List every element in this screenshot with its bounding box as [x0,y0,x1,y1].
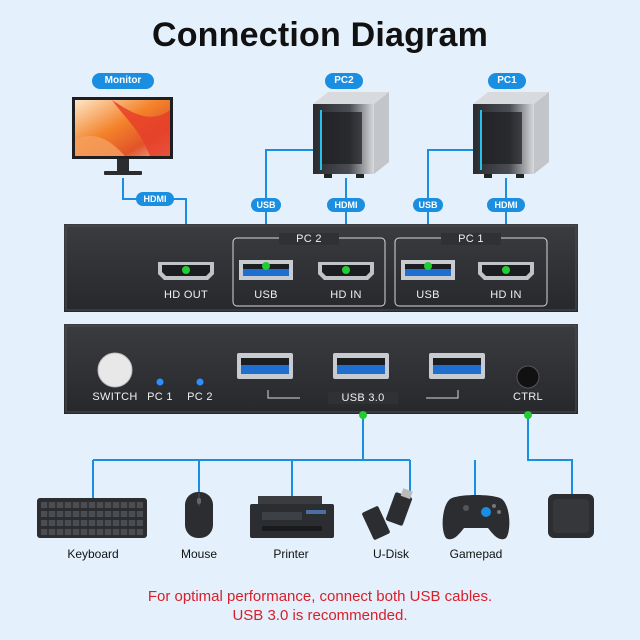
note-line-1: For optimal performance, connect both US… [147,588,493,605]
label-pc1-led: PC 1 [147,391,173,403]
front-panel [64,324,578,414]
label-pc1-group: PC 1 [441,233,501,245]
monitor-icon [72,97,173,175]
device-label-udisk: U-Disk [373,547,409,561]
label-pc2-led: PC 2 [187,391,213,403]
pc2-led [196,378,204,386]
udisk-icon [362,488,413,540]
device-label-keyboard: Keyboard [67,547,119,561]
label-pc1-usb: USB [416,289,440,301]
label-hd-out: HD OUT [164,289,208,301]
tag-pc1: PC1 [488,73,526,89]
gamepad-icon [442,495,510,540]
tag-monitor: Monitor [92,73,154,89]
front-usb-port-3 [429,353,485,379]
label-usb30: USB 3.0 [328,392,398,404]
page-title: Connection Diagram [151,16,489,54]
keyboard-icon [37,498,147,538]
label-pc2-hdin: HD IN [330,289,362,301]
tag-usb-pc1: USB [413,198,443,212]
ctrl-switch-icon [548,494,594,538]
tag-hdmi-pc2: HDMI [327,198,365,212]
device-label-gamepad: Gamepad [449,547,503,561]
ctrl-port [516,365,540,389]
pc1-led [156,378,164,386]
label-pc2-group: PC 2 [279,233,339,245]
label-ctrl: CTRL [513,391,543,403]
label-pc1-hdin: HD IN [490,289,522,301]
front-usb-port-2 [333,353,389,379]
note-line-2: USB 3.0 is recommended. [232,607,408,624]
tag-usb-pc2: USB [251,198,281,212]
printer-icon [250,496,334,538]
label-switch: SWITCH [92,391,138,403]
cable-ctrl [527,392,573,494]
mouse-icon [185,492,213,538]
device-label-mouse: Mouse [180,547,218,561]
device-label-printer: Printer [273,547,309,561]
pc2-tower-icon [313,92,389,178]
tag-hdmi-pc1: HDMI [487,198,525,212]
connector-dots [182,262,532,419]
tag-hdmi-monitor: HDMI [136,192,174,206]
tag-pc2: PC2 [325,73,363,89]
switch-button [97,352,133,388]
front-usb-port-1 [237,353,293,379]
label-pc2-usb: USB [254,289,278,301]
pc1-tower-icon [473,92,549,178]
